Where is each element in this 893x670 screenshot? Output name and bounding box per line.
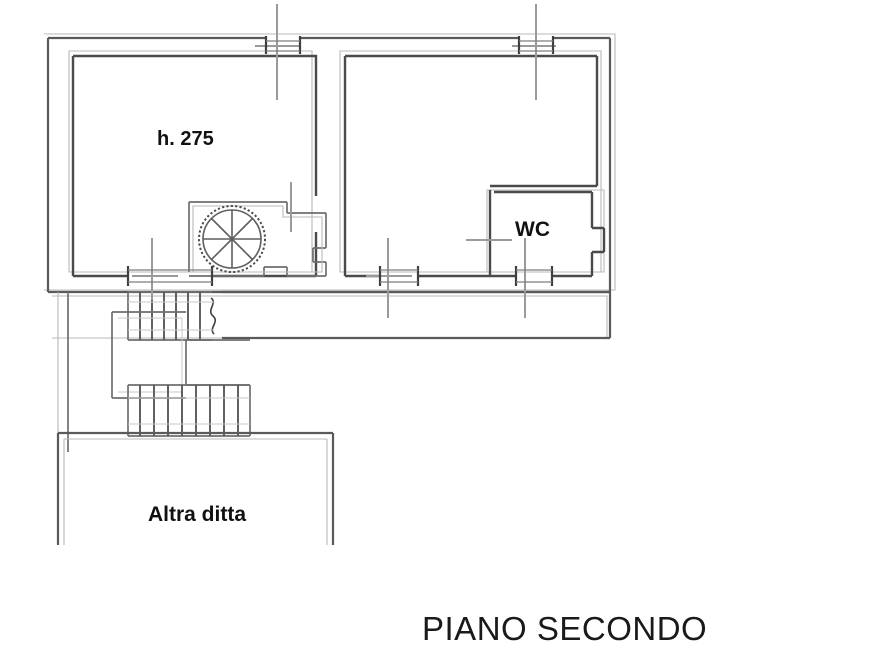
window-bottom-wc — [514, 238, 554, 318]
wc-room-label: WC — [515, 218, 550, 241]
left-room-label: h. 275 — [157, 128, 214, 150]
spiral-stair-ring — [198, 205, 266, 273]
spiral-staircase — [188, 201, 327, 277]
stair-break-symbol — [209, 297, 217, 335]
staircase-lower-treads — [139, 385, 239, 436]
window-top-right — [512, 4, 556, 100]
staircase-upper-treads — [139, 292, 201, 340]
wc-room: WC — [486, 189, 606, 278]
drawing-title: PIANO SECONDO — [422, 610, 707, 647]
altra-ditta-block: Altra ditta — [56, 431, 335, 545]
altra-ditta-label: Altra ditta — [148, 503, 246, 526]
spiral-stair-treads — [203, 210, 261, 268]
window-bottom-left — [126, 238, 214, 300]
window-top-left — [255, 4, 302, 100]
main-staircase — [111, 291, 251, 437]
window-bottom-middle — [366, 238, 420, 318]
corridor-balcony — [52, 290, 612, 452]
